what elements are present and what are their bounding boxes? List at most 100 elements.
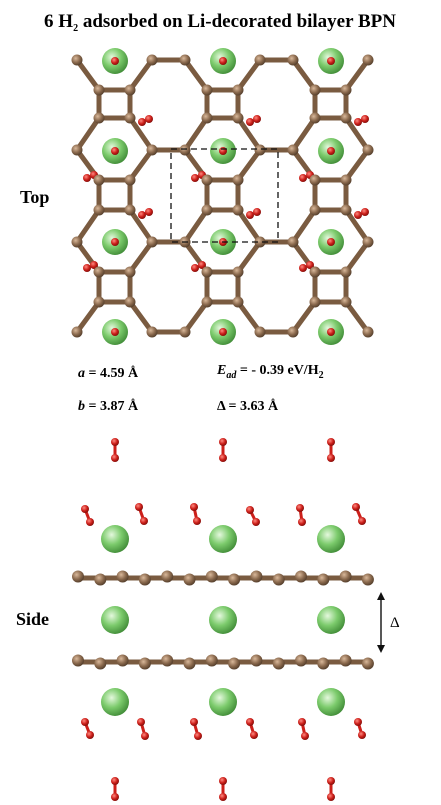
hydrogen-atom bbox=[358, 731, 366, 739]
hydrogen-atom bbox=[306, 261, 314, 269]
lithium-atom bbox=[209, 606, 237, 634]
carbon-atom bbox=[94, 573, 107, 586]
carbon-atom bbox=[254, 326, 266, 338]
figure-title: 6 H2 adsorbed on Li-decorated bilayer BP… bbox=[44, 11, 396, 34]
hydrogen-atom bbox=[354, 718, 362, 726]
top-view-bonds bbox=[74, 57, 371, 335]
param-e-subscript: ad bbox=[226, 370, 237, 381]
carbon-atom bbox=[309, 174, 321, 186]
interlayer-distance-arrow bbox=[377, 592, 385, 653]
param-a-symbol: a bbox=[78, 366, 85, 381]
hydrogen-atom bbox=[138, 118, 146, 126]
hydrogen-atom bbox=[86, 518, 94, 526]
carbon-atom bbox=[309, 266, 321, 278]
h2-molecule bbox=[111, 57, 119, 65]
carbon-atom bbox=[250, 654, 263, 667]
hydrogen-atom bbox=[111, 793, 119, 801]
carbon-atom bbox=[340, 84, 352, 96]
carbon-atom bbox=[317, 573, 330, 586]
hydrogen-atom bbox=[191, 174, 199, 182]
hydrogen-atom bbox=[352, 503, 360, 511]
hydrogen-atom bbox=[354, 118, 362, 126]
param-e-unit-subscript: 2 bbox=[319, 370, 324, 381]
carbon-atom bbox=[340, 174, 352, 186]
hydrogen-atom bbox=[327, 777, 335, 785]
hydrogen-atom bbox=[253, 115, 261, 123]
carbon-atom bbox=[124, 296, 136, 308]
c-c-bond bbox=[343, 147, 371, 183]
carbon-atom bbox=[93, 204, 105, 216]
hydrogen-atom bbox=[298, 718, 306, 726]
hydrogen-atom bbox=[253, 208, 261, 216]
lithium-atom bbox=[101, 525, 129, 553]
top-label: Top bbox=[20, 187, 49, 207]
hydrogen-atom bbox=[219, 793, 227, 801]
carbon-atom bbox=[295, 654, 307, 667]
carbon-atom bbox=[93, 266, 105, 278]
delta-symbol: Δ bbox=[390, 615, 400, 631]
c-c-bond bbox=[343, 57, 371, 93]
c-c-bond bbox=[235, 239, 263, 275]
carbon-atom bbox=[340, 296, 352, 308]
c-c-bond bbox=[235, 147, 263, 183]
lithium-atom bbox=[317, 606, 345, 634]
h2-molecule bbox=[327, 57, 335, 65]
hydrogen-atom bbox=[83, 174, 91, 182]
carbon-atom bbox=[183, 573, 196, 586]
carbon-atom bbox=[340, 266, 352, 278]
param-interlayer-distance: Δ = 3.63 Å bbox=[217, 398, 279, 414]
carbon-atom bbox=[232, 84, 244, 96]
carbon-atom bbox=[254, 236, 266, 248]
carbon-atom bbox=[94, 657, 107, 670]
carbon-atom bbox=[146, 144, 158, 156]
hydrogen-atom bbox=[137, 718, 145, 726]
hydrogen-atom bbox=[219, 438, 227, 446]
carbon-atom bbox=[340, 112, 352, 124]
h2-molecule bbox=[219, 328, 227, 336]
carbon-atom bbox=[183, 657, 196, 670]
lithium-atom bbox=[101, 688, 129, 716]
carbon-atom bbox=[339, 654, 352, 667]
carbon-atom bbox=[228, 657, 241, 670]
hydrogen-atom bbox=[135, 503, 143, 511]
carbon-atom bbox=[287, 144, 299, 156]
h2-molecule bbox=[111, 238, 119, 246]
carbon-atom bbox=[124, 174, 136, 186]
hydrogen-atom bbox=[299, 174, 307, 182]
top-view-h2-molecules bbox=[83, 57, 369, 336]
c-c-bond bbox=[290, 57, 318, 93]
carbon-atom bbox=[124, 266, 136, 278]
hydrogen-atom bbox=[86, 731, 94, 739]
carbon-atom bbox=[72, 654, 84, 667]
carbon-atom bbox=[161, 570, 174, 583]
hydrogen-atom bbox=[327, 793, 335, 801]
carbon-atom bbox=[179, 326, 191, 338]
hydrogen-atom bbox=[246, 118, 254, 126]
param-e-symbol: E bbox=[216, 363, 226, 378]
carbon-atom bbox=[179, 144, 191, 156]
carbon-atom bbox=[317, 657, 330, 670]
carbon-atom bbox=[124, 112, 136, 124]
hydrogen-atom bbox=[358, 517, 366, 525]
c-c-bond bbox=[127, 207, 155, 245]
hydrogen-atom bbox=[327, 438, 335, 446]
hydrogen-atom bbox=[111, 438, 119, 446]
h2-molecule bbox=[327, 238, 335, 246]
carbon-atom bbox=[272, 657, 285, 670]
lithium-atom bbox=[317, 525, 345, 553]
carbon-atom bbox=[362, 144, 374, 156]
hydrogen-atom bbox=[246, 506, 254, 514]
carbon-atom bbox=[116, 570, 129, 583]
carbon-atom bbox=[232, 266, 244, 278]
unit-cell-outline bbox=[170, 148, 279, 243]
c-c-bond bbox=[290, 299, 318, 335]
carbon-atom bbox=[254, 54, 266, 66]
hydrogen-atom bbox=[354, 211, 362, 219]
hydrogen-atom bbox=[246, 211, 254, 219]
side-label: Side bbox=[16, 609, 49, 629]
c-c-bond bbox=[343, 299, 371, 335]
hydrogen-atom bbox=[361, 115, 369, 123]
param-e-value: = - 0.39 eV/H bbox=[236, 363, 318, 378]
c-c-bond bbox=[235, 207, 263, 245]
